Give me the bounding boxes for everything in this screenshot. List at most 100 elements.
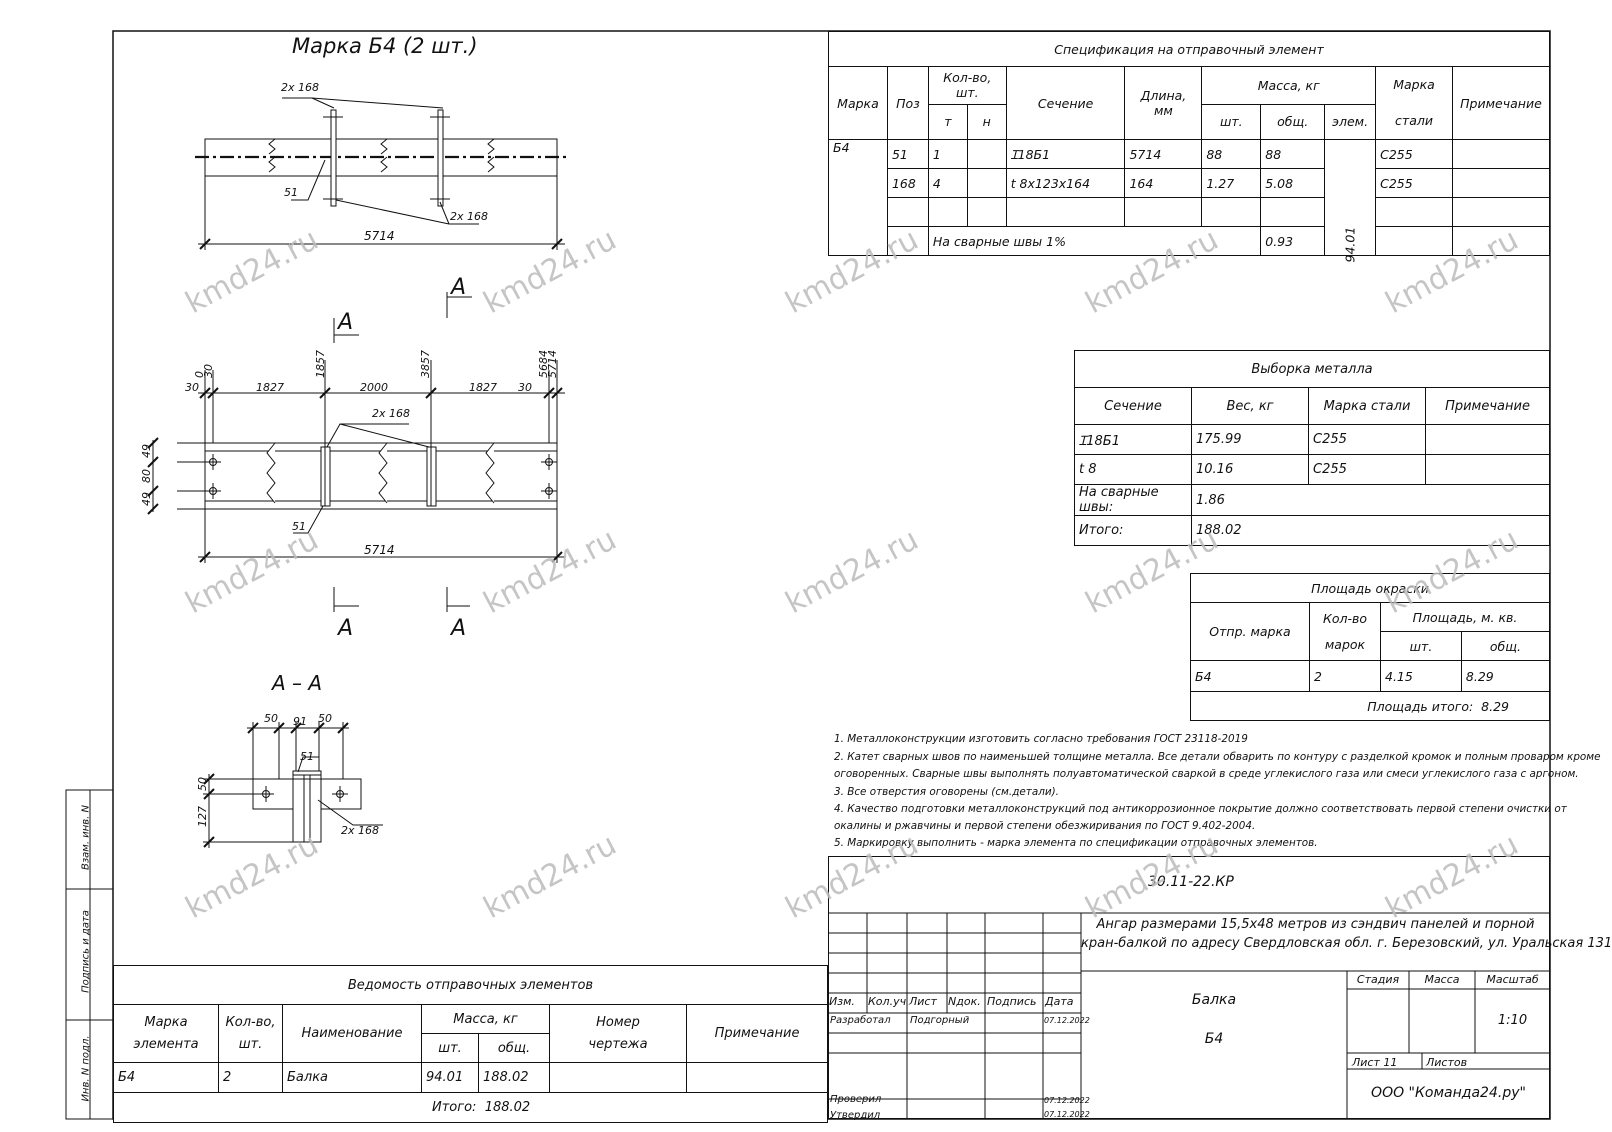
spec-elem-mass: 94.01 xyxy=(1342,226,1358,263)
paint-h-pc: шт. xyxy=(1380,631,1462,661)
note-6: окалины и ржавчины и первой степени обез… xyxy=(834,820,1256,832)
spec-weld-total: 0.93 xyxy=(1260,226,1326,256)
ved-h-qty: Кол-во, шт. xyxy=(218,1004,283,1063)
dim-3857: 3857 xyxy=(419,350,432,378)
dim-49a: 49 xyxy=(140,444,153,458)
spec-title: Спецификация на отправочный элемент xyxy=(828,31,1550,67)
paint-title: Площадь окраски xyxy=(1190,573,1550,603)
spec-h-total: общ. xyxy=(1260,103,1326,141)
spec-h-steel-1: Марка xyxy=(1393,77,1435,92)
drawing-title: Марка Б4 (2 шт.) xyxy=(292,34,478,58)
spec-h-t: т xyxy=(927,103,968,141)
spec-h-note: Примечание xyxy=(1451,66,1551,140)
tb-h-ndok: Nдок. xyxy=(948,995,981,1008)
tb-sheets: Листов xyxy=(1426,1056,1468,1069)
paint-r-total: 8.29 xyxy=(1460,660,1551,692)
metal-r1-steel: С255 xyxy=(1308,454,1426,485)
spec-table: Спецификация на отправочный элемент Марк… xyxy=(828,31,1551,262)
spec-h-section: Сечение xyxy=(1005,66,1126,140)
spec-h-qty: Кол-во, шт. xyxy=(927,66,1007,105)
tb-mass: Масса xyxy=(1424,973,1460,986)
ved-h-total: общ. xyxy=(478,1033,550,1063)
ved-h-mass: Масса, кг xyxy=(421,1004,550,1034)
dim-5714: 5714 xyxy=(546,350,559,378)
section-mark-4: А xyxy=(449,616,466,641)
spec-h-elem: элем. xyxy=(1324,103,1377,141)
dim-s50a: 50 xyxy=(264,712,278,725)
metal-h-note: Примечание xyxy=(1425,387,1550,425)
ved-h-mark-2: элемента xyxy=(133,1036,199,1052)
title-block-grid xyxy=(828,856,1550,1119)
label-pos51-top: 51 xyxy=(284,186,298,199)
spec-r1-pos: 168 xyxy=(886,168,929,198)
metal-h-section: Сечение xyxy=(1074,387,1192,425)
tb-sheet: Лист 11 xyxy=(1352,1056,1398,1069)
dim-1827b: 1827 xyxy=(469,381,497,394)
tb-h-izm: Изм. xyxy=(829,995,855,1008)
dim-s91: 91 xyxy=(293,715,307,728)
dim-s50b: 50 xyxy=(318,712,332,725)
section-title: А – А xyxy=(272,671,323,695)
tb-scale: Масштаб xyxy=(1486,973,1539,986)
spec-r0-steel: С255 xyxy=(1375,139,1453,169)
ved-r-qty: 2 xyxy=(218,1062,283,1093)
tb-stage: Стадия xyxy=(1356,973,1400,986)
ved-h-num-1: Номер xyxy=(596,1014,640,1030)
tb-approve-date: 07.12.2022 xyxy=(1044,1110,1090,1119)
metal-r0-weight: 175.99 xyxy=(1191,424,1309,455)
ved-r-mark: Б4 xyxy=(113,1062,219,1093)
metal-h-weight: Вес, кг xyxy=(1191,387,1309,425)
spec-h-pc: шт. xyxy=(1201,103,1262,141)
spec-weld-label: На сварные швы 1% xyxy=(927,226,1262,256)
paint-footer-value: 8.29 xyxy=(1481,698,1509,714)
side-label-vzam: Взам. инв. N xyxy=(80,805,92,870)
spec-r1-section: t 8х123х164 xyxy=(1005,168,1126,198)
note-4: 3. Все отверстия оговорены (см.детали). xyxy=(834,786,1059,798)
ved-r-name: Балка xyxy=(282,1062,422,1093)
tb-h-date: Дата xyxy=(1045,995,1074,1008)
spec-mark: Б4 xyxy=(828,139,888,256)
ved-r-total: 188.02 xyxy=(478,1062,550,1093)
spec-r0-pos: 51 xyxy=(886,139,929,169)
ved-h-qty-2: шт. xyxy=(238,1036,263,1052)
tb-project-1: Ангар размерами 15,5х48 метров из сэндви… xyxy=(1096,917,1535,932)
metal-total-label: Итого: xyxy=(1074,515,1192,546)
spec-h-n: н xyxy=(966,103,1007,141)
tb-approve-label: Утвердил xyxy=(830,1110,881,1121)
tb-name-2: Б4 xyxy=(1204,1031,1224,1047)
ved-title: Ведомость отправочных элементов xyxy=(113,965,828,1005)
section-mark-1: А xyxy=(449,275,466,300)
spec-r0-pc: 88 xyxy=(1201,139,1262,169)
dim-length-mid: 5714 xyxy=(364,543,395,557)
note-1: 1. Металлоконструкции изготовить согласн… xyxy=(834,733,1248,745)
paint-h-mark: Отпр. марка xyxy=(1190,602,1310,661)
metal-total-value: 188.02 xyxy=(1191,515,1550,546)
beam-plan-view xyxy=(195,97,568,250)
dim-49b: 49 xyxy=(140,492,153,506)
dim-1827a: 1827 xyxy=(256,381,284,394)
ved-r-pc: 94.01 xyxy=(421,1062,479,1093)
metal-weld-value: 1.86 xyxy=(1191,484,1550,516)
metal-r1-weight: 10.16 xyxy=(1191,454,1309,485)
metal-r0-note xyxy=(1425,424,1550,455)
dim-length-top: 5714 xyxy=(364,229,395,243)
dim-2000: 2000 xyxy=(360,381,388,394)
spec-h-length: Длина, мм xyxy=(1124,66,1203,140)
tb-h-kol: Кол.уч xyxy=(868,995,907,1008)
tb-code: 30.11-22.КР xyxy=(1148,874,1234,890)
dim-30c: 30 xyxy=(518,381,532,394)
spec-h-mark: Марка xyxy=(828,66,888,140)
spec-r1-t: 4 xyxy=(927,168,968,198)
label-pos168-section: 2х 168 xyxy=(341,824,379,837)
paint-r-mark: Б4 xyxy=(1190,660,1310,692)
ved-h-qty-1: Кол-во, xyxy=(225,1014,276,1030)
note-3: оговоренных. Сварные швы выполнять полуа… xyxy=(834,768,1579,780)
paint-r-pc: 4.15 xyxy=(1380,660,1462,692)
section-aa-view xyxy=(203,722,383,848)
spec-r1-n xyxy=(966,168,1007,198)
